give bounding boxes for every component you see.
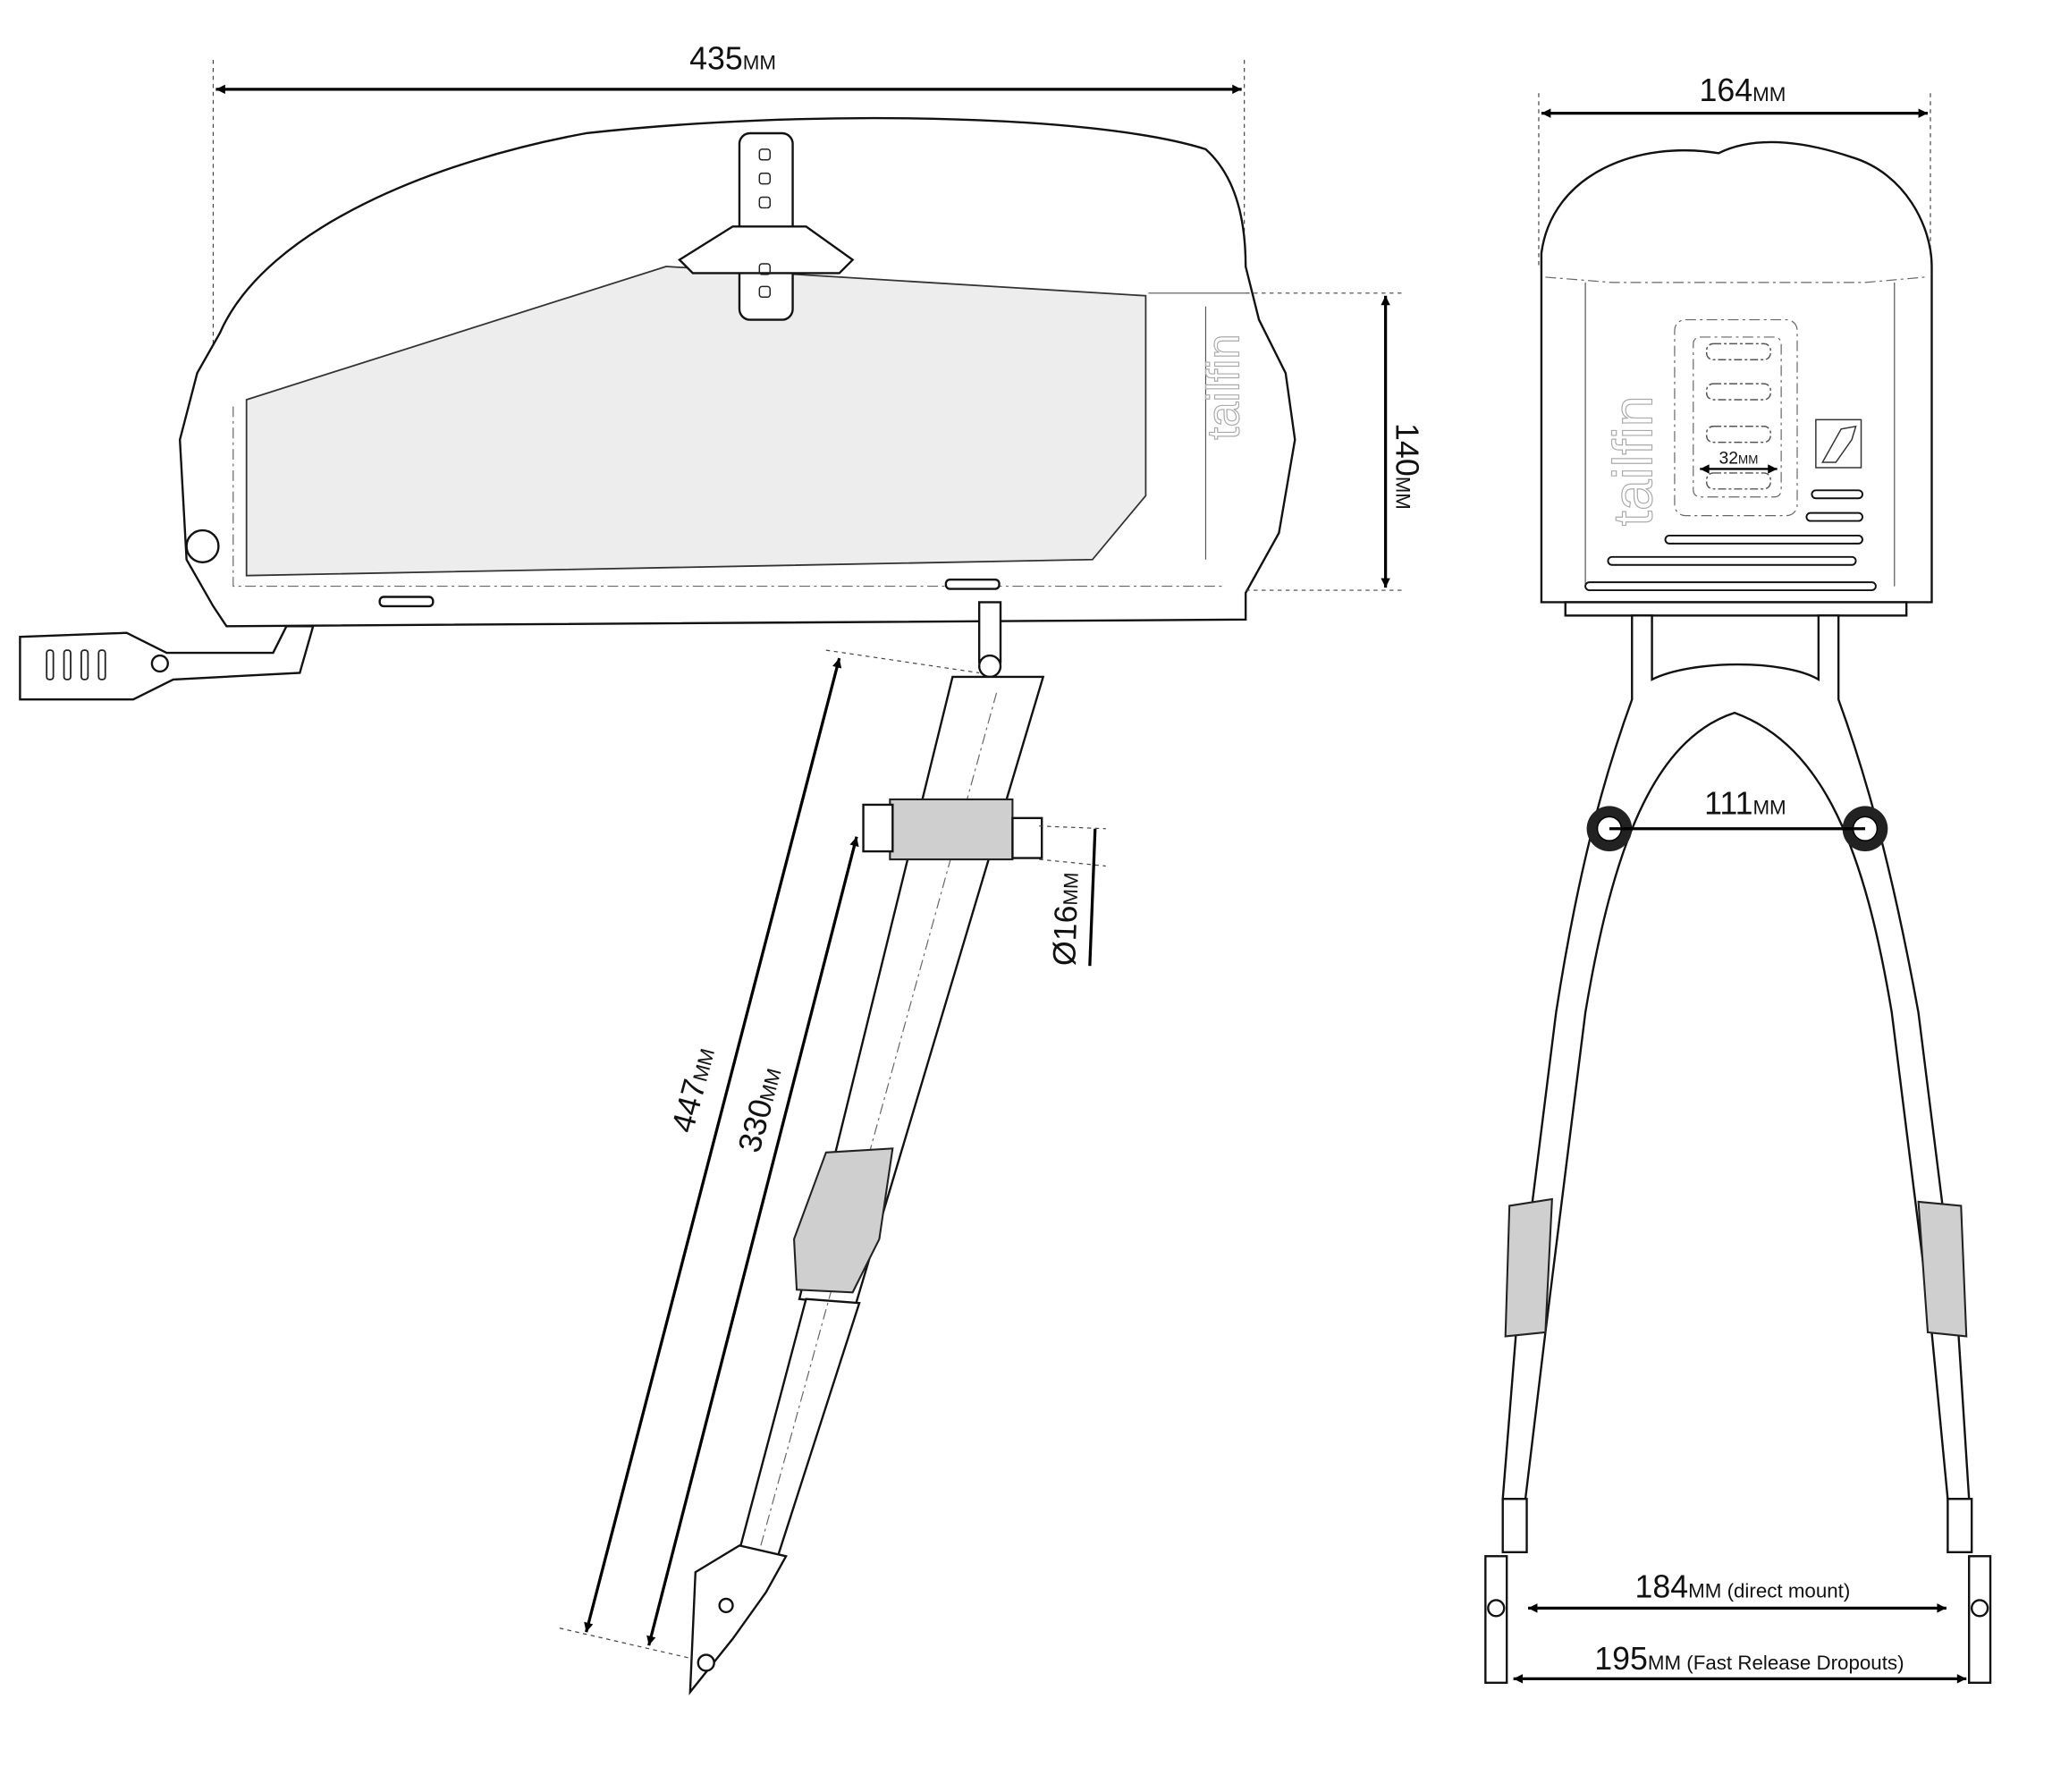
svg-text:435MM: 435MM <box>689 40 776 76</box>
side-view-bag: tailfin <box>19 60 1296 701</box>
dimension-fast-release-195: 195MM (Fast Release Dropouts) <box>1513 1641 1967 1684</box>
svg-text:Ø16MM: Ø16MM <box>1046 872 1085 967</box>
dimension-length-435: 435MM <box>215 40 1242 95</box>
side-logo: tailfin <box>1198 334 1249 439</box>
dimension-strap-32: 32MM <box>1719 449 1759 469</box>
svg-text:140MM: 140MM <box>1389 423 1425 510</box>
dimension-direct-mount-184: 184MM (direct mount) <box>1528 1568 1947 1613</box>
svg-text:195MM (Fast Release Dropouts): 195MM (Fast Release Dropouts) <box>1594 1641 1904 1677</box>
dimension-arch-111: 111MM <box>1609 785 1865 831</box>
svg-text:164MM: 164MM <box>1699 72 1786 108</box>
dimension-height-140: 140MM <box>1246 292 1425 591</box>
svg-text:184MM (direct mount): 184MM (direct mount) <box>1635 1568 1851 1604</box>
svg-text:111MM: 111MM <box>1704 785 1786 821</box>
front-view-bag: 32MM tailfin <box>1538 93 1933 617</box>
strap-holes <box>758 148 771 299</box>
dimension-tube-diameter: Ø16MM <box>1039 825 1106 967</box>
front-logo: tailfin <box>1602 395 1665 526</box>
dimension-width-164: 164MM <box>1541 72 1929 118</box>
svg-text:447MM: 447MM <box>664 1044 722 1137</box>
rear-arch-frame <box>1484 614 1992 1685</box>
